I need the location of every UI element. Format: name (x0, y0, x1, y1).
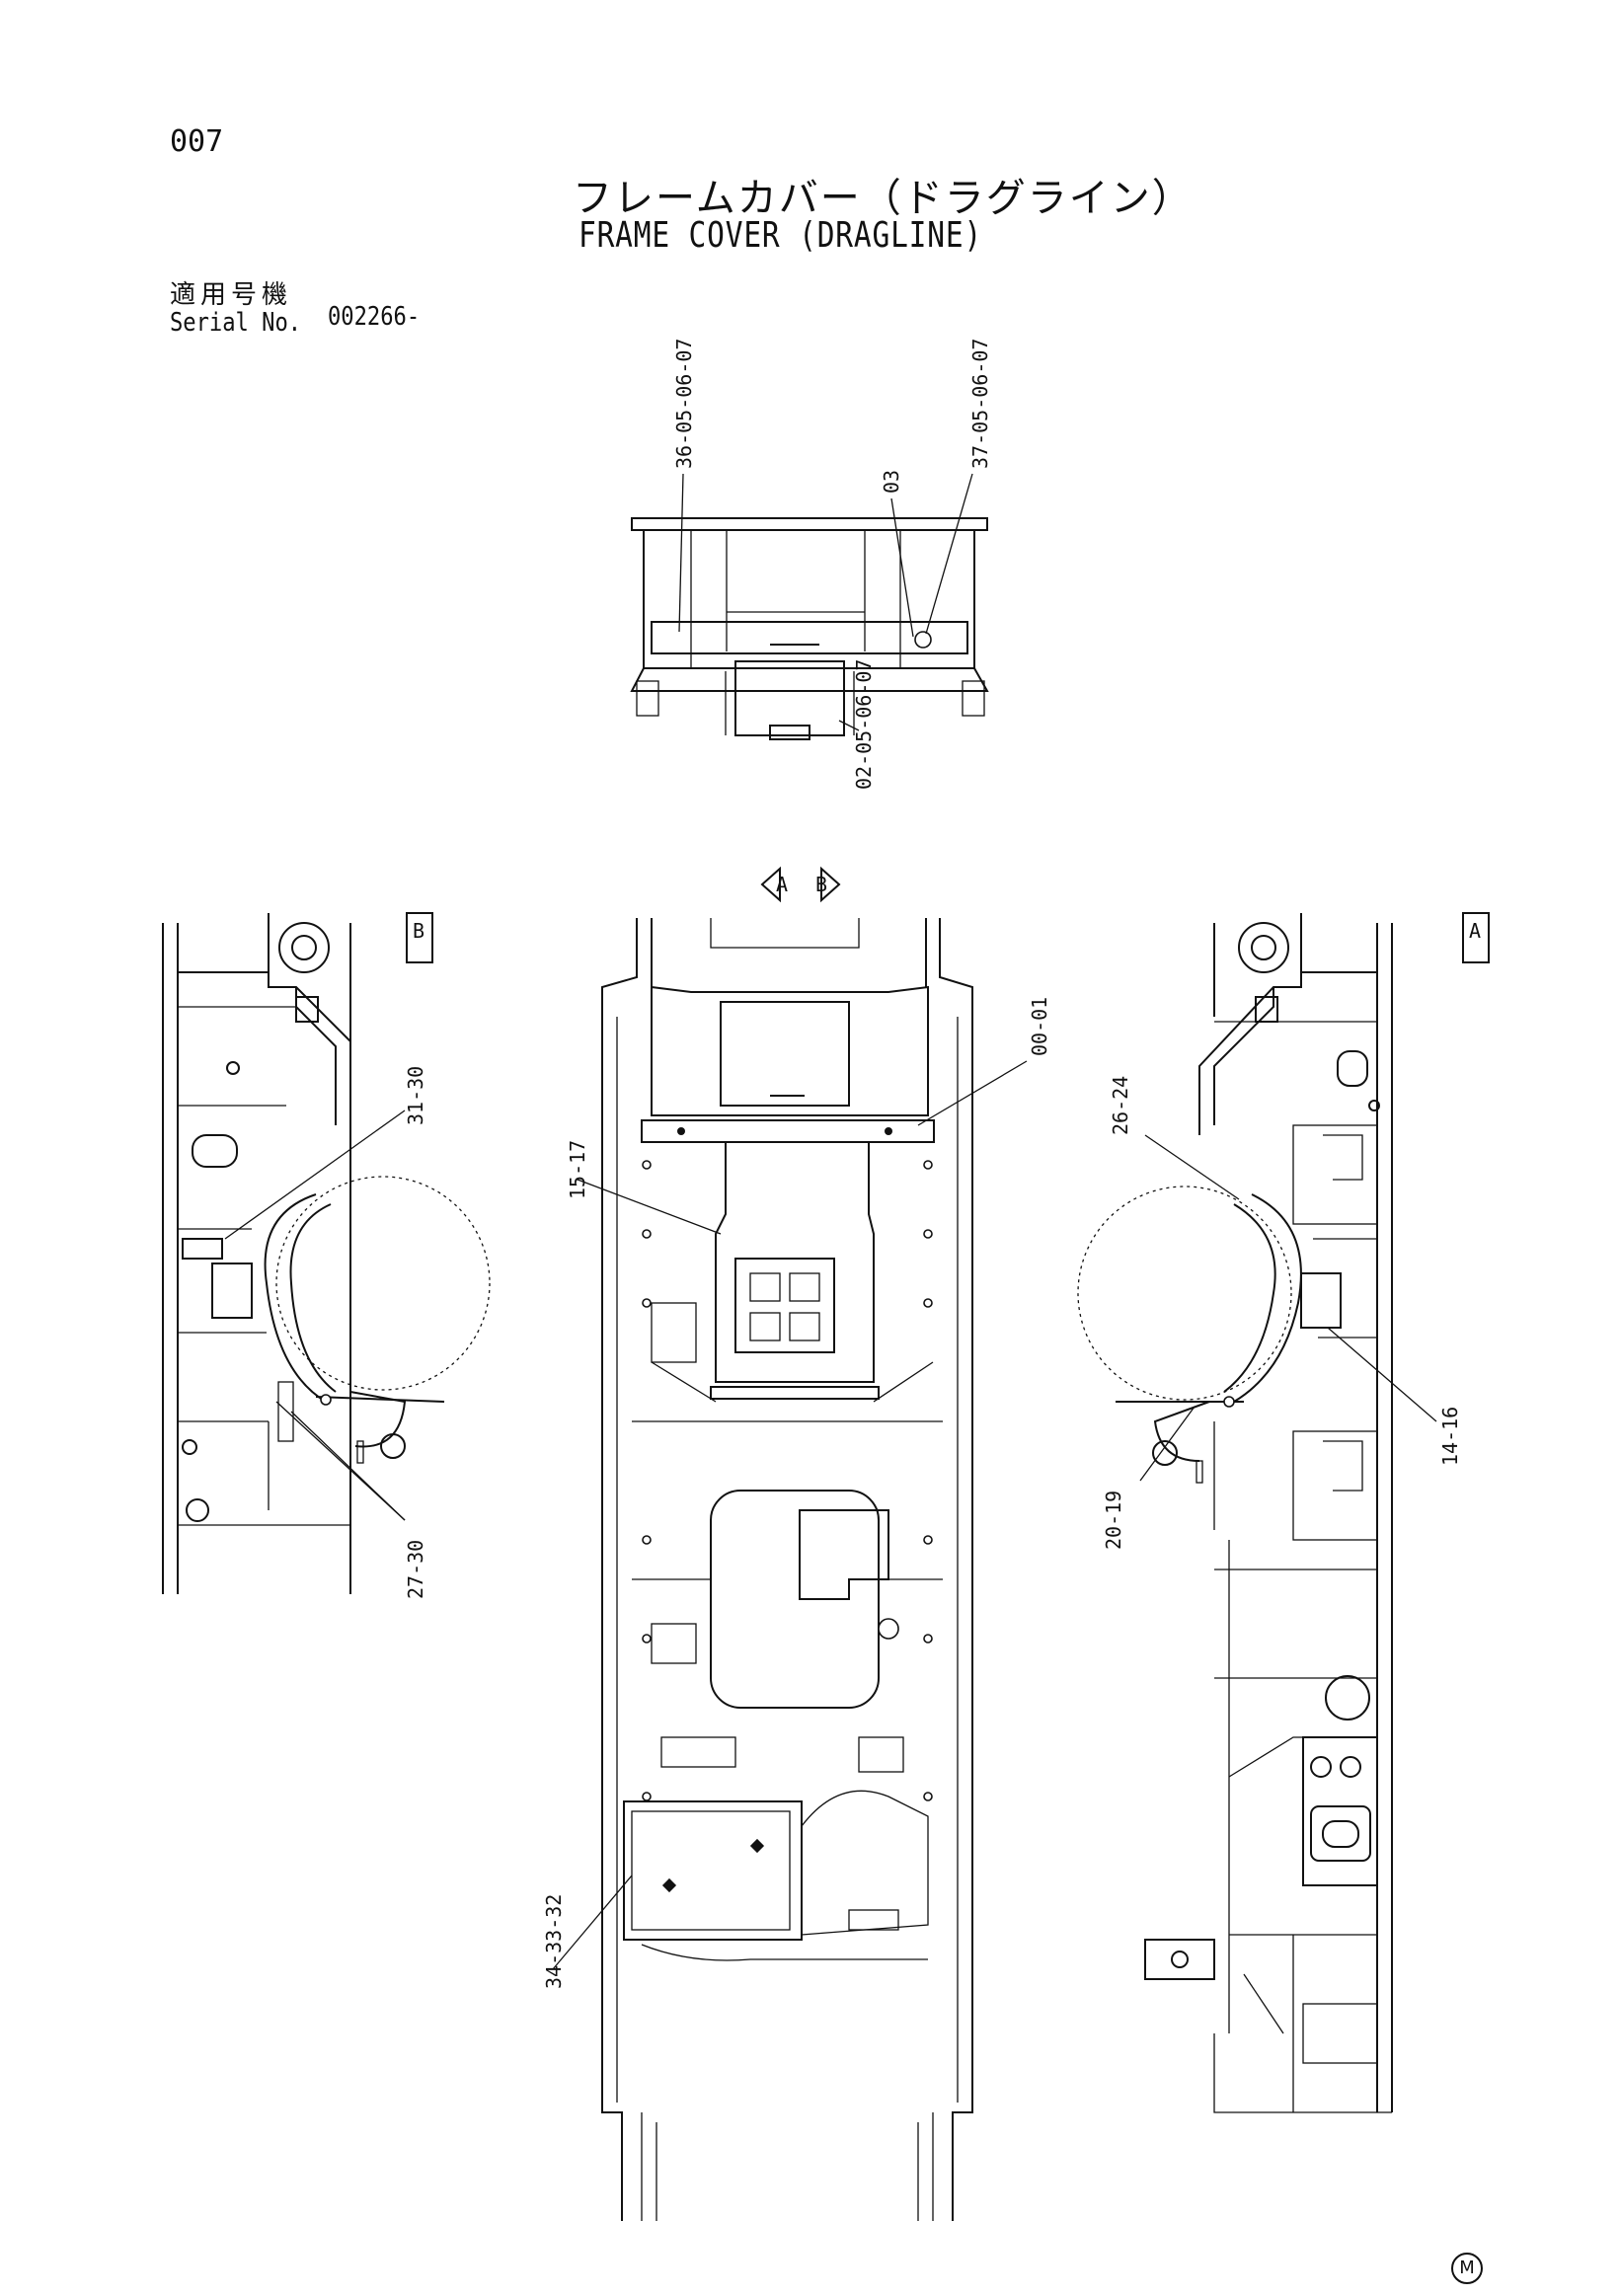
view-b-tag (406, 912, 433, 963)
view-arrows: A B (760, 866, 841, 903)
view-a-drawing: A (1077, 912, 1490, 2113)
title-english: FRAME COVER (DRAGLINE) (579, 215, 983, 256)
top-view-callouts: 36-05-06-07 03 37-05-06-07 02-05-06-07 (672, 339, 992, 790)
callout-26-24: 26-24 (1109, 1076, 1132, 1135)
view-b-callouts: 31-30 27-30 (224, 1066, 427, 1599)
serial-number-value: 002266- (328, 302, 421, 332)
rail-holes (642, 1160, 933, 1801)
view-b-drawing: B (162, 912, 491, 1594)
callout-15-17: 15-17 (566, 1140, 589, 1199)
serial-label-japanese: 適用号機 (170, 280, 293, 310)
main-view-callouts: 00-01 15-17 34-33-32 (542, 997, 1051, 1989)
view-arrow-a-label: A (776, 873, 788, 896)
callout-03: 03 (880, 470, 903, 494)
callout-00-01: 00-01 (1028, 997, 1051, 1056)
page-number: 007 (170, 124, 224, 159)
title-japanese: フレームカバー（ドラグライン） (573, 176, 1194, 221)
callout-02-05-06-07: 02-05-06-07 (852, 659, 876, 790)
callout-27-30: 27-30 (404, 1540, 427, 1599)
callout-20-19: 20-19 (1102, 1491, 1125, 1550)
manufacturer-mark: M (1451, 2253, 1483, 2284)
callout-34-33-32: 34-33-32 (542, 1894, 566, 1989)
callout-14-16: 14-16 (1438, 1407, 1462, 1466)
view-a-tag (1462, 912, 1490, 963)
callout-36-05-06-07: 36-05-06-07 (672, 339, 696, 469)
callout-31-30: 31-30 (404, 1066, 427, 1125)
view-arrow-b-label: B (815, 873, 827, 896)
serial-label-english: Serial No. (170, 308, 302, 338)
main-frame-view (601, 918, 973, 2221)
callout-37-05-06-07: 37-05-06-07 (968, 339, 992, 469)
view-b-tag-letter: B (413, 919, 424, 943)
view-a-tag-letter: A (1469, 919, 1481, 943)
top-view (630, 517, 989, 740)
view-a-callouts: 26-24 14-16 20-19 (1102, 1076, 1462, 1550)
